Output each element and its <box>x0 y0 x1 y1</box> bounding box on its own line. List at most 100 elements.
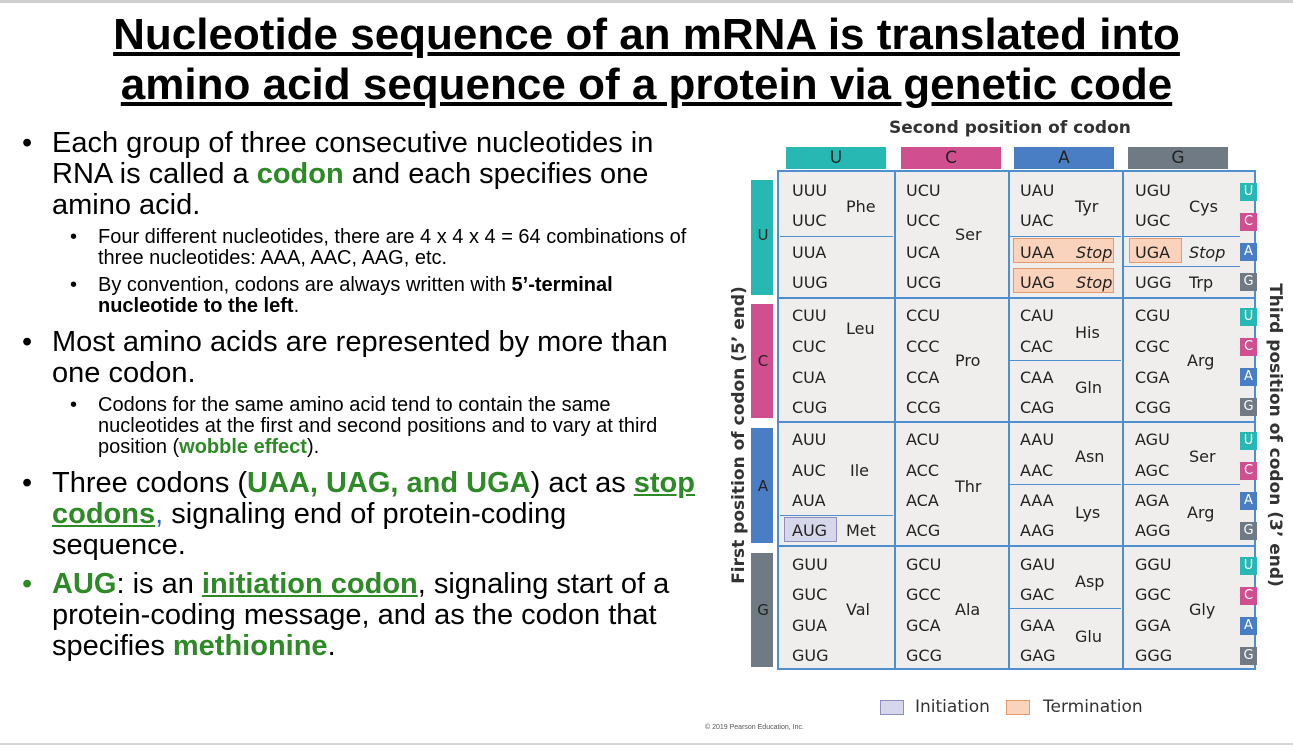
codon-term: codon <box>256 158 344 190</box>
bullet-dot: • <box>22 326 33 358</box>
codon-guc: GUC <box>792 585 828 604</box>
legend-swatch-termination <box>1006 700 1030 715</box>
stop-codons-term: stop codons <box>52 467 695 530</box>
aa-glu: Glu <box>1075 627 1102 646</box>
bullet-multiple-codons: • Most amino acids are represented by mo… <box>22 326 668 389</box>
codon-gag: GAG <box>1020 646 1056 665</box>
codon-ugg: UGG <box>1135 273 1172 292</box>
bullet-dot: • <box>70 274 78 296</box>
bullet-dot: • <box>70 226 78 248</box>
column-divider <box>1008 172 1010 668</box>
group-divider <box>1010 236 1121 237</box>
codon-gca: GCA <box>906 616 941 635</box>
group-divider <box>1124 266 1240 267</box>
legend-termination: Termination <box>1043 697 1143 717</box>
codon-uca: UCA <box>906 243 940 262</box>
col-head-a: A <box>1014 147 1114 169</box>
codon-uuu: UUU <box>792 181 828 200</box>
third-pos-g: G <box>1240 398 1257 416</box>
codon-ccu: CCU <box>906 306 941 325</box>
third-pos-c: C <box>1240 213 1257 231</box>
top-border <box>0 0 1293 3</box>
codon-aaa: AAA <box>1020 491 1054 510</box>
third-pos-g: G <box>1240 273 1257 291</box>
group-divider <box>1010 360 1121 361</box>
third-pos-u: U <box>1240 557 1257 575</box>
codon-cgc: CGC <box>1135 337 1170 356</box>
row-divider <box>779 421 1254 423</box>
init-highlight-aug <box>784 517 837 542</box>
aa-ala: Ala <box>955 600 981 619</box>
codon-agc: AGC <box>1135 461 1170 480</box>
stop-highlight-uga <box>1129 238 1182 263</box>
bullet-aug: • AUG: is an initiation codon, signaling… <box>22 568 670 662</box>
title-line-1: Nucleotide sequence of an mRNA is transl… <box>113 10 1180 59</box>
copyright-notice: © 2019 Pearson Education, Inc. <box>705 724 804 731</box>
third-position-label: Third position of codon (3’ end) <box>1265 283 1285 587</box>
bullet-dot: • <box>22 127 33 159</box>
third-pos-c: C <box>1240 587 1257 605</box>
row-label-u: U <box>757 226 769 244</box>
codon-cac: CAC <box>1020 337 1054 356</box>
codon-aug: AUG <box>792 521 828 540</box>
aa-stop: Stop <box>1076 273 1113 292</box>
codon-aac: AAC <box>1020 461 1054 480</box>
column-divider <box>894 172 896 668</box>
bullet-stop-codons: • Three codons (UAA, UAG, and UGA) act a… <box>22 467 695 561</box>
codon-aca: ACA <box>906 491 939 510</box>
codon-aag: AAG <box>1020 521 1055 540</box>
codon-ccc: CCC <box>906 337 940 356</box>
aa-his: His <box>1075 323 1100 342</box>
third-pos-c: C <box>1240 462 1257 480</box>
codon-cag: CAG <box>1020 398 1055 417</box>
group-divider <box>1124 484 1240 485</box>
legend-swatch-initiation <box>880 700 904 715</box>
bullet-dot: • <box>22 568 33 600</box>
codon-aua: AUA <box>792 491 826 510</box>
third-pos-u: U <box>1240 183 1257 201</box>
aa-arg: Arg <box>1187 351 1215 370</box>
codon-guu: GUU <box>792 555 828 574</box>
sub-bullet-combinations: • Four different nucleotides, there are … <box>70 226 687 269</box>
aa-phe: Phe <box>846 197 876 216</box>
codon-uag: UAG <box>1020 273 1055 292</box>
third-pos-a: A <box>1240 617 1257 635</box>
codon-uaa: UAA <box>1020 243 1055 262</box>
row-bar-c <box>751 304 773 418</box>
slide-title: Nucleotide sequence of an mRNA is transl… <box>0 10 1293 110</box>
first-position-label: First position of codon (5’ end) <box>729 286 749 584</box>
bullet-list: • Each group of three consecutive nucleo… <box>22 128 702 668</box>
bullet-dot: • <box>70 394 78 416</box>
aa-thr: Thr <box>955 477 982 496</box>
codon-ucc: UCC <box>906 211 941 230</box>
aa-arg: Arg <box>1187 503 1215 522</box>
group-divider <box>1124 236 1240 237</box>
third-pos-u: U <box>1240 308 1257 326</box>
bullet-dot: • <box>22 467 33 499</box>
codon-uau: UAU <box>1020 181 1055 200</box>
wobble-term: wobble effect <box>179 436 307 458</box>
group-divider <box>780 515 893 516</box>
aa-stop: Stop <box>1076 243 1113 262</box>
group-divider <box>1010 608 1121 609</box>
codon-cua: CUA <box>792 368 826 387</box>
row-divider <box>779 545 1254 547</box>
codon-ccg: CCG <box>906 398 941 417</box>
codon-gaa: GAA <box>1020 616 1055 635</box>
col-head-c: C <box>901 147 1001 169</box>
aa-ser: Ser <box>955 225 982 244</box>
codon-gac: GAC <box>1020 585 1055 604</box>
group-divider <box>780 236 893 237</box>
third-pos-g: G <box>1240 522 1257 540</box>
codon-cug: CUG <box>792 398 828 417</box>
column-divider <box>1122 172 1124 668</box>
codon-uug: UUG <box>792 273 828 292</box>
row-divider <box>779 297 1254 299</box>
codon-gug: GUG <box>792 646 829 665</box>
codon-ugu: UGU <box>1135 181 1171 200</box>
third-pos-g: G <box>1240 647 1257 665</box>
aa-leu: Leu <box>846 319 875 338</box>
aa-lys: Lys <box>1075 503 1101 522</box>
aa-trp: Trp <box>1189 273 1214 292</box>
aa-gln: Gln <box>1075 378 1102 397</box>
